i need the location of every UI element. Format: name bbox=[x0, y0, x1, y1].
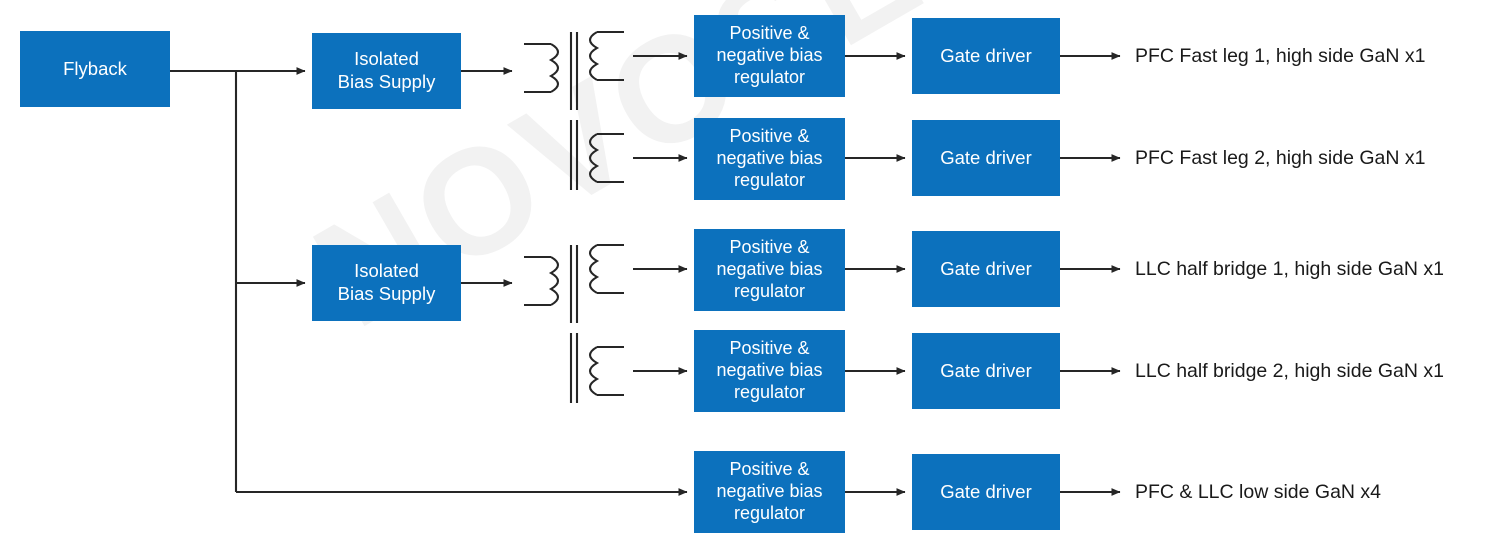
block-gate-driver-3-label: Gate driver bbox=[940, 257, 1032, 279]
block-regulator-5-line3: regulator bbox=[733, 502, 806, 523]
block-isolated-bias-supply-2[interactable]: Isolated Bias Supply bbox=[312, 245, 461, 321]
block-regulator-1-line1: Positive & bbox=[729, 23, 810, 44]
block-regulator-4-line3: regulator bbox=[733, 381, 806, 402]
block-regulator-3-line1: Positive & bbox=[729, 237, 810, 258]
block-flyback[interactable]: Flyback bbox=[20, 31, 170, 107]
block-regulator-3-line2: negative bias bbox=[716, 259, 823, 280]
block-gate-driver-5[interactable]: Gate driver bbox=[912, 454, 1060, 530]
output-label-2: PFC Fast leg 2, high side GaN x1 bbox=[1135, 147, 1426, 169]
block-regulator-4-line1: Positive & bbox=[729, 338, 810, 359]
block-gate-driver-1[interactable]: Gate driver bbox=[912, 18, 1060, 94]
block-gate-driver-2-label: Gate driver bbox=[940, 146, 1032, 168]
block-regulator-1[interactable]: Positive & negative bias regulator bbox=[694, 15, 845, 97]
block-regulator-5-line1: Positive & bbox=[729, 459, 810, 480]
output-label-3: LLC half bridge 1, high side GaN x1 bbox=[1135, 258, 1444, 280]
block-regulator-1-line2: negative bias bbox=[716, 45, 823, 66]
block-regulator-1-line3: regulator bbox=[733, 66, 806, 87]
block-regulator-2-line1: Positive & bbox=[729, 126, 810, 147]
block-flyback-label: Flyback bbox=[63, 57, 127, 79]
block-isolated-bias-supply-1[interactable]: Isolated Bias Supply bbox=[312, 33, 461, 109]
output-label-1: PFC Fast leg 1, high side GaN x1 bbox=[1135, 45, 1426, 67]
block-regulator-2-line2: negative bias bbox=[716, 148, 823, 169]
output-label-5: PFC & LLC low side GaN x4 bbox=[1135, 481, 1382, 503]
block-regulator-2-line3: regulator bbox=[733, 169, 806, 190]
block-regulator-5-line2: negative bias bbox=[716, 481, 823, 502]
block-isolated-bias-supply-1-line2: Bias Supply bbox=[337, 71, 436, 92]
block-regulator-3-line3: regulator bbox=[733, 280, 806, 301]
block-regulator-4-line2: negative bias bbox=[716, 360, 823, 381]
output-label-4: LLC half bridge 2, high side GaN x1 bbox=[1135, 360, 1444, 382]
block-regulator-2[interactable]: Positive & negative bias regulator bbox=[694, 118, 845, 200]
block-gate-driver-3[interactable]: Gate driver bbox=[912, 231, 1060, 307]
block-gate-driver-2[interactable]: Gate driver bbox=[912, 120, 1060, 196]
block-regulator-5[interactable]: Positive & negative bias regulator bbox=[694, 451, 845, 533]
block-gate-driver-5-label: Gate driver bbox=[940, 480, 1032, 502]
block-gate-driver-4-label: Gate driver bbox=[940, 359, 1032, 381]
block-isolated-bias-supply-2-line1: Isolated bbox=[354, 260, 419, 282]
block-gate-driver-1-label: Gate driver bbox=[940, 44, 1032, 66]
block-gate-driver-4[interactable]: Gate driver bbox=[912, 333, 1060, 409]
block-isolated-bias-supply-1-line1: Isolated bbox=[354, 48, 419, 70]
block-isolated-bias-supply-2-line2: Bias Supply bbox=[337, 283, 436, 304]
block-regulator-4[interactable]: Positive & negative bias regulator bbox=[694, 330, 845, 412]
block-regulator-3[interactable]: Positive & negative bias regulator bbox=[694, 229, 845, 311]
